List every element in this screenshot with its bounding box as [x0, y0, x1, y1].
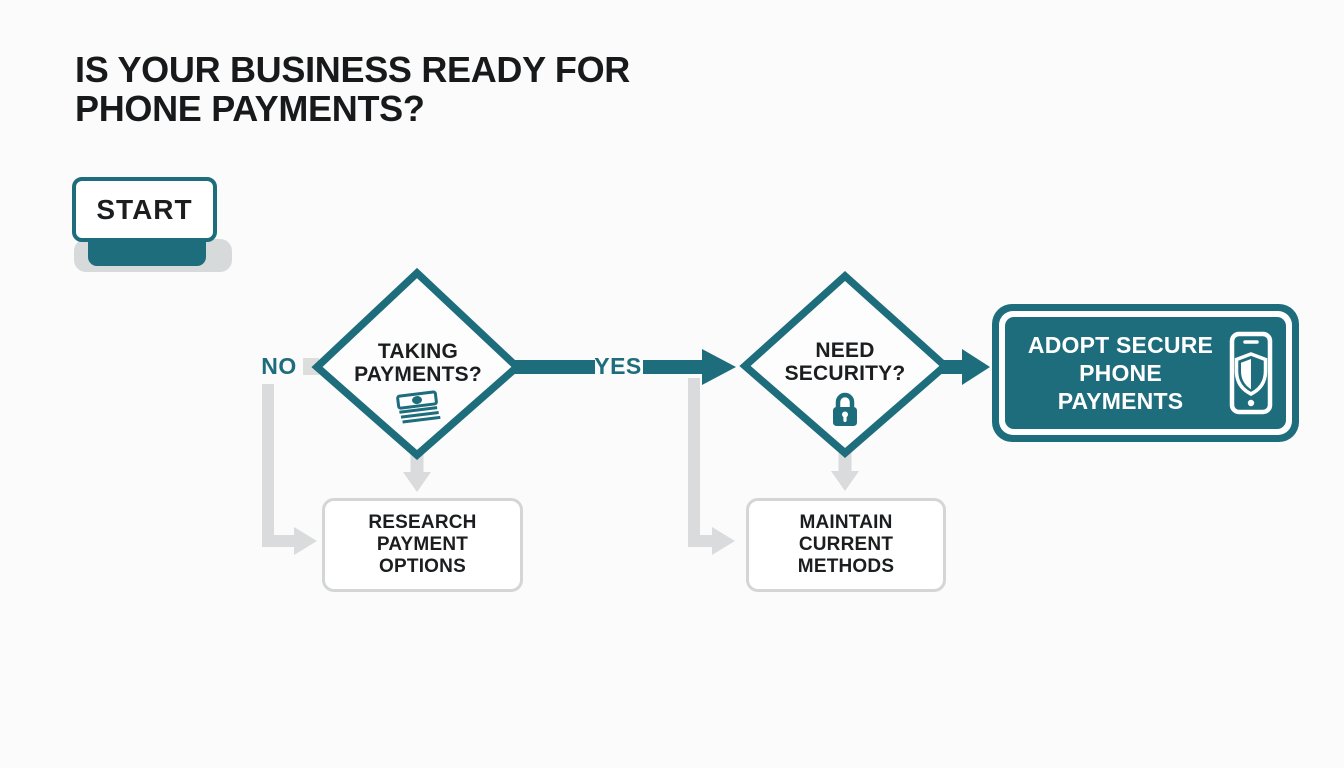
yes-branch-label: YES	[594, 353, 642, 379]
yes-arrow	[643, 349, 736, 385]
phone-shield-icon	[1229, 331, 1273, 415]
decision-taking-payments-label: TAKING PAYMENTS?	[354, 340, 482, 386]
security-no-elbow-connector	[688, 378, 735, 555]
money-stack-icon	[396, 390, 441, 424]
outcome-research-label: RESEARCH PAYMENT OPTIONS	[368, 512, 477, 577]
start-button-label: START	[96, 193, 193, 225]
decision-need-security-diamond	[739, 270, 951, 458]
no-stub-connector	[303, 358, 319, 375]
outcome-research-box: RESEARCH PAYMENT OPTIONS	[322, 498, 523, 592]
outcome-adopt-box-inner-ring: ADOPT SECURE PHONE PAYMENTS	[999, 311, 1292, 435]
page-title: IS YOUR BUSINESS READY FOR PHONE PAYMENT…	[75, 49, 630, 129]
outcome-maintain-box: MAINTAIN CURRENT METHODS	[746, 498, 946, 592]
no-branch-label: NO	[261, 353, 297, 379]
outcome-adopt-box: ADOPT SECURE PHONE PAYMENTS	[992, 304, 1299, 442]
decision-need-security-label: NEED SECURITY?	[784, 339, 906, 385]
padlock-icon	[833, 392, 857, 426]
start-button: START	[72, 177, 217, 242]
outcome-adopt-box-fill: ADOPT SECURE PHONE PAYMENTS	[1005, 317, 1286, 429]
outcome-adopt-label: ADOPT SECURE PHONE PAYMENTS	[1027, 332, 1214, 414]
no-elbow-connector	[262, 384, 317, 555]
outcome-maintain-label: MAINTAIN CURRENT METHODS	[797, 512, 895, 577]
decision-taking-payments-diamond	[311, 267, 523, 460]
